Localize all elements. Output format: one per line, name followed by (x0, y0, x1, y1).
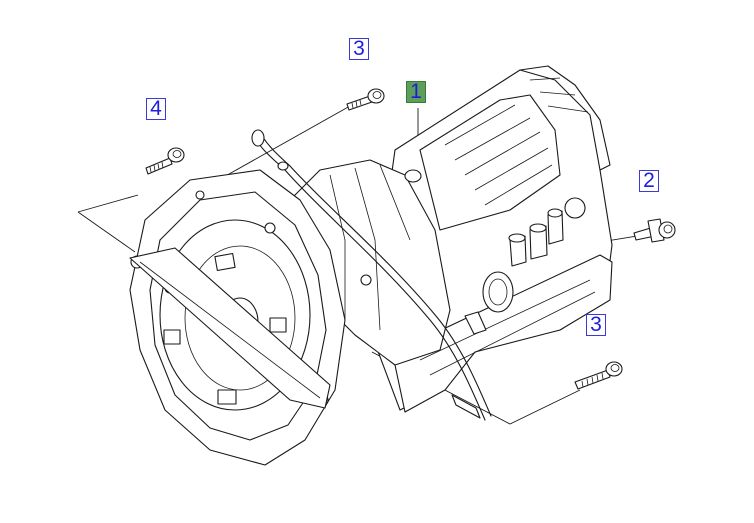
bolt-3-lower-icon (574, 361, 623, 390)
leader-bolt4 (77, 194, 139, 253)
transmission-assembly-icon (129, 65, 613, 466)
bolt-2-icon (633, 218, 676, 243)
callout-part-3-lower[interactable]: 3 (586, 314, 606, 336)
callout-part-2[interactable]: 2 (639, 170, 659, 192)
leader-bolt3-upper (221, 105, 351, 179)
callout-part-1[interactable]: 1 (406, 81, 426, 103)
bolt-4-icon (145, 147, 185, 175)
dipstick-tube-icon (251, 129, 492, 421)
callout-part-4[interactable]: 4 (146, 98, 166, 120)
callout-part-3-upper[interactable]: 3 (349, 38, 369, 60)
valve-body-plugs (508, 197, 586, 267)
bolt-3-upper-icon (346, 88, 385, 111)
